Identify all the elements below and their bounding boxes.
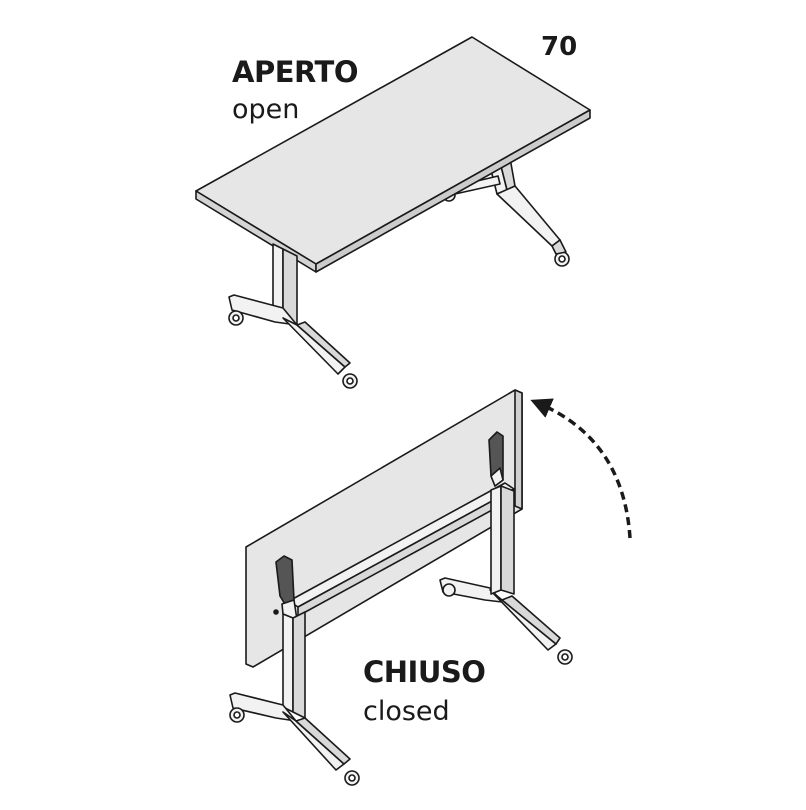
open-tabletop	[195, 36, 591, 273]
open-state-title: APERTO	[232, 55, 358, 89]
closed-state-title: CHIUSO	[363, 655, 486, 689]
closed-state-subtitle: closed	[363, 696, 450, 727]
closed-right-upright	[488, 431, 515, 595]
fold-arrow	[530, 398, 632, 539]
closed-table	[229, 389, 573, 786]
closed-front-leg	[229, 555, 360, 786]
size-label: 70	[541, 32, 578, 62]
open-table	[195, 36, 591, 389]
closed-back-leg	[439, 577, 573, 665]
open-state-subtitle: open	[232, 94, 300, 125]
open-front-leg	[228, 243, 358, 389]
